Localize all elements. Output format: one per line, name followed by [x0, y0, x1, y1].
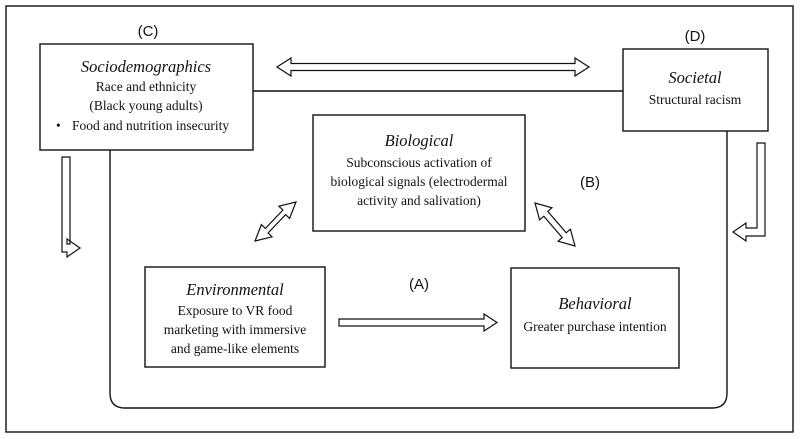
double-arrow-biological-behavioral	[534, 202, 576, 247]
behavioral-title: Behavioral	[558, 294, 632, 313]
elbow-arrow-left	[61, 156, 82, 259]
sociodemographics-line-1: Race and ethnicity	[96, 79, 197, 94]
enclosing-connector-path	[109, 131, 728, 409]
label-a: (A)	[409, 276, 429, 293]
environmental-line-3: and game-like elements	[171, 341, 299, 356]
environmental-line-1: Exposure to VR food	[178, 303, 293, 318]
societal-box: Societal Structural racism	[622, 48, 769, 132]
double-arrow-environmental-biological	[254, 201, 297, 242]
environmental-title: Environmental	[185, 280, 284, 299]
sociodemographics-line-3: Food and nutrition insecurity	[72, 118, 229, 133]
societal-title: Societal	[668, 68, 722, 87]
behavioral-line-1: Greater purchase intention	[523, 319, 666, 334]
biological-line-1: Subconscious activation of	[346, 155, 492, 170]
societal-line-1: Structural racism	[649, 92, 742, 107]
biological-line-2: biological signals (electrodermal	[331, 174, 508, 189]
label-b: (B)	[580, 174, 600, 191]
bullet-marker: •	[56, 118, 61, 133]
arrow-environmental-to-behavioral	[338, 312, 499, 333]
outer-frame	[5, 5, 794, 433]
behavioral-box: Behavioral Greater purchase intention	[510, 267, 680, 369]
sociodemographics-title: Sociodemographics	[81, 57, 211, 76]
sociodemographics-line-2: (Black young adults)	[89, 98, 202, 113]
label-d: (D)	[685, 28, 706, 45]
double-arrow-sociodemographics-societal	[275, 56, 591, 78]
environmental-box: Environmental Exposure to VR food market…	[144, 266, 326, 368]
biological-box: Biological Subconscious activation of bi…	[312, 114, 526, 232]
environmental-line-2: marketing with immersive	[164, 322, 306, 337]
sociodemographics-box: Sociodemographics Race and ethnicity (Bl…	[39, 43, 254, 151]
biological-line-3: activity and salivation)	[357, 193, 481, 208]
elbow-arrow-right	[731, 142, 766, 243]
label-c: (C)	[138, 23, 159, 40]
biological-title: Biological	[385, 131, 454, 150]
